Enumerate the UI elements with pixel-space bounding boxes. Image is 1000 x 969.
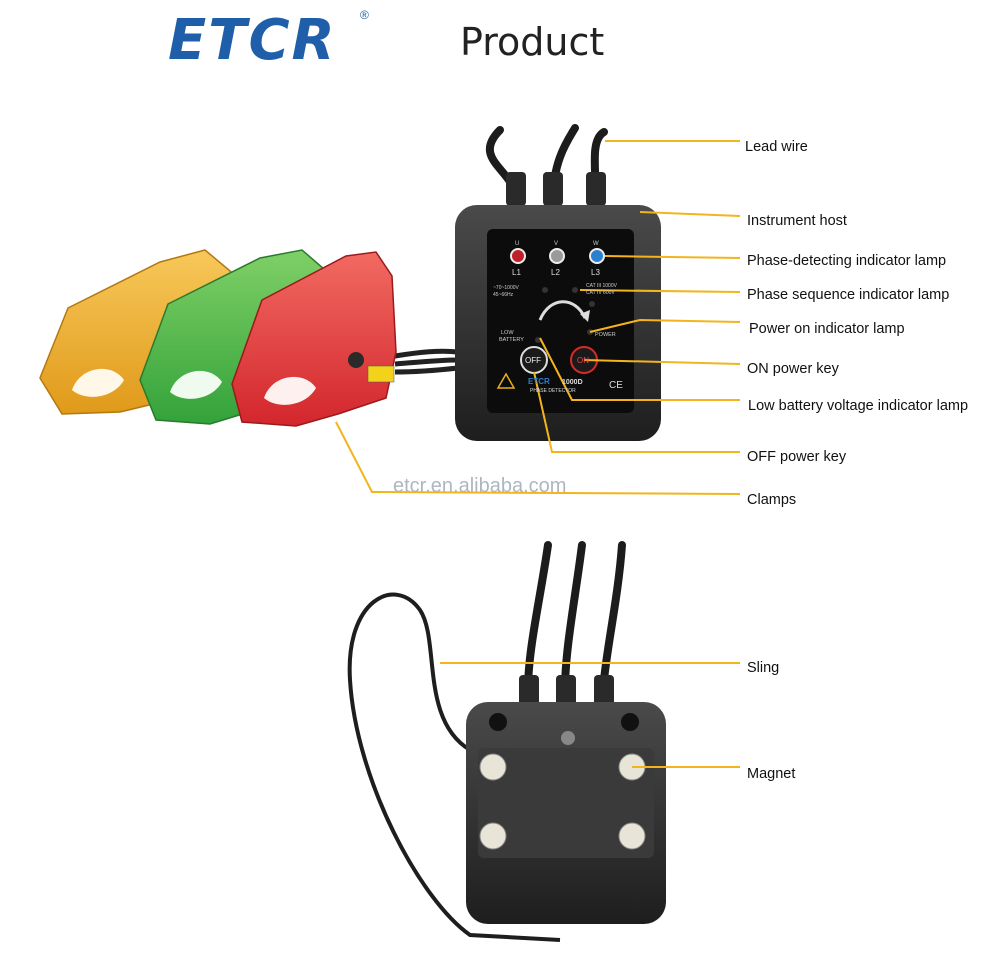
spec-left-line2: 45~66Hz (493, 292, 514, 298)
magnet (479, 753, 646, 850)
callout-on-power-key: ON power key (747, 361, 839, 377)
spec-right-line2: CAT IV 600V (586, 290, 615, 296)
leader-off-power-key (533, 371, 740, 453)
model-name: PHASE DETECTOR (530, 388, 576, 394)
sling (347, 592, 561, 942)
instrument-host (455, 205, 661, 441)
leader-phase-detecting-lamp (604, 255, 741, 259)
leader-clamps (335, 421, 741, 495)
spec-right-line1: CAT III 1000V (586, 283, 618, 289)
callout-clamps: Clamps (747, 492, 797, 508)
leader-instrument-host (639, 211, 741, 217)
callout-phase-detecting-lamp: Phase-detecting indicator lamp (747, 253, 947, 269)
clamp-cables (394, 348, 459, 375)
model-brand: ETCR (528, 377, 550, 386)
leader-power-on-lamp (589, 318, 741, 333)
low-battery-label-line1: LOW (501, 330, 514, 336)
callout-instrument-host: Instrument host (747, 213, 847, 229)
callout-low-battery-lamp: Low battery voltage indicator lamp (748, 398, 969, 414)
power-label: POWER (595, 332, 616, 338)
callout-phase-sequence-lamp: Phase sequence indicator lamp (747, 287, 950, 303)
spec-left-line1: ~70~1000V (493, 285, 520, 291)
callout-power-on-lamp: Power on indicator lamp (749, 321, 905, 337)
lead-wire-boots (506, 172, 606, 206)
clamp-red (231, 251, 397, 427)
low-battery-label-line2: BATTERY (499, 337, 524, 343)
phase-l1-label: L1 (512, 268, 521, 277)
back-lead-wire-boots (519, 675, 614, 710)
leader-lines (335, 140, 741, 768)
watermark: etcr.en.alibaba.com (393, 475, 567, 497)
registered-mark: ® (360, 8, 369, 22)
phase-l3-label: L3 (591, 268, 600, 277)
phase-v-label: V (554, 241, 558, 247)
leader-phase-sequence-lamp (579, 289, 741, 293)
device-front-text: U V W L1 L2 L3 ~70~1000V 45~66Hz CAT III… (493, 241, 623, 394)
callout-sling: Sling (747, 660, 780, 676)
off-key-label: OFF (525, 356, 541, 365)
back-lead-wires (524, 541, 626, 694)
brand-logo: ETCR (168, 8, 337, 73)
ce-mark: CE (609, 380, 623, 391)
instrument-host-back (466, 702, 666, 924)
phase-u-label: U (515, 241, 519, 247)
model-number: 1000D (562, 379, 583, 386)
page-title: Product (460, 20, 605, 64)
on-key-label: ON (577, 356, 589, 365)
phase-l2-label: L2 (551, 268, 560, 277)
phase-w-label: W (593, 241, 599, 247)
leader-on-power-key (583, 359, 741, 365)
callout-lead-wire: Lead wire (745, 139, 808, 155)
callout-magnet: Magnet (747, 766, 796, 782)
callout-off-power-key: OFF power key (747, 449, 847, 465)
leader-low-battery-lamp (539, 337, 740, 401)
